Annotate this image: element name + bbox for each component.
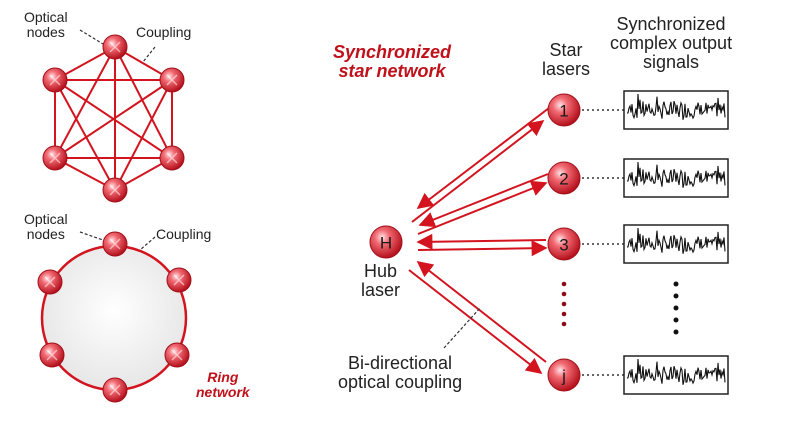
hub-laser-node: H (369, 225, 403, 259)
coupling-arrow (416, 261, 547, 363)
star-node-label: 1 (559, 102, 568, 121)
bidirectional-coupling-label: Bi-directional optical coupling (338, 353, 463, 392)
coupling-arrow (411, 120, 545, 223)
star-lasers-label: Star lasers (542, 40, 591, 79)
star-node-label: 2 (559, 170, 568, 189)
star-node-label: j (561, 367, 566, 386)
coupling-pointer (443, 307, 481, 349)
ring-coupling (40, 244, 188, 392)
signal-box-3 (623, 224, 729, 264)
nodes-pointer (79, 29, 104, 45)
star-laser-node-1: 1 (547, 93, 581, 127)
ring-coupling-label: Coupling (156, 226, 212, 242)
optical-node (159, 67, 185, 93)
coupling-link (54, 79, 116, 191)
optical-node (42, 145, 68, 171)
mesh-optical-nodes-label: Optical nodes (24, 9, 68, 40)
mesh-nodes (42, 34, 185, 203)
optical-node (159, 145, 185, 171)
signal-box-1 (623, 90, 729, 130)
coupling-link (54, 79, 173, 159)
coupling-link (54, 46, 116, 159)
synchronized-output-label: Synchronized complex output signals (610, 14, 733, 72)
star-node-label: 3 (559, 236, 568, 255)
star-network-title: Synchronized star network (333, 42, 452, 81)
mesh-coupling-label: Coupling (136, 24, 192, 40)
signal-ellipsis (673, 281, 679, 335)
star-laser-node-3: 3 (547, 227, 581, 261)
mesh-couplings (54, 46, 173, 191)
coupling-arrow (418, 173, 549, 228)
hub-laser-label: Hub laser (361, 261, 401, 300)
nodes-pointer (79, 231, 104, 241)
coupling-arrow (417, 180, 548, 235)
coupling-arrow (417, 240, 548, 257)
coupling-link (114, 46, 173, 159)
optical-node (166, 267, 192, 293)
optical-node (42, 67, 68, 93)
ring-network (37, 231, 192, 403)
star-ellipsis (561, 281, 567, 327)
ring-network-title: Ring network (196, 369, 250, 400)
ring-optical-nodes-label: Optical nodes (24, 211, 68, 242)
coupling-pointer (139, 236, 156, 251)
star-laser-node-j: j (547, 358, 581, 392)
optical-node (102, 231, 128, 257)
signal-box-j (623, 355, 729, 395)
coupling-link (114, 79, 173, 191)
star-couplings (408, 107, 550, 374)
coupling-pointer (142, 46, 156, 63)
optical-node (102, 177, 128, 203)
coupling-arrow (416, 233, 547, 250)
star-laser-node-2: 2 (547, 161, 581, 195)
ring-nodes (37, 231, 192, 403)
optical-node (39, 342, 65, 368)
coupling-arrow (408, 269, 543, 374)
optical-node (37, 269, 63, 295)
optical-node (102, 377, 128, 403)
star-network: H 1 2 3 j (369, 90, 729, 395)
hub-node-label: H (380, 234, 392, 253)
signal-connectors (582, 109, 624, 376)
coupling-arrow (416, 107, 550, 209)
optical-node (164, 342, 190, 368)
optical-node (102, 34, 128, 60)
mesh-network (42, 29, 185, 203)
signal-box-2 (623, 158, 729, 198)
